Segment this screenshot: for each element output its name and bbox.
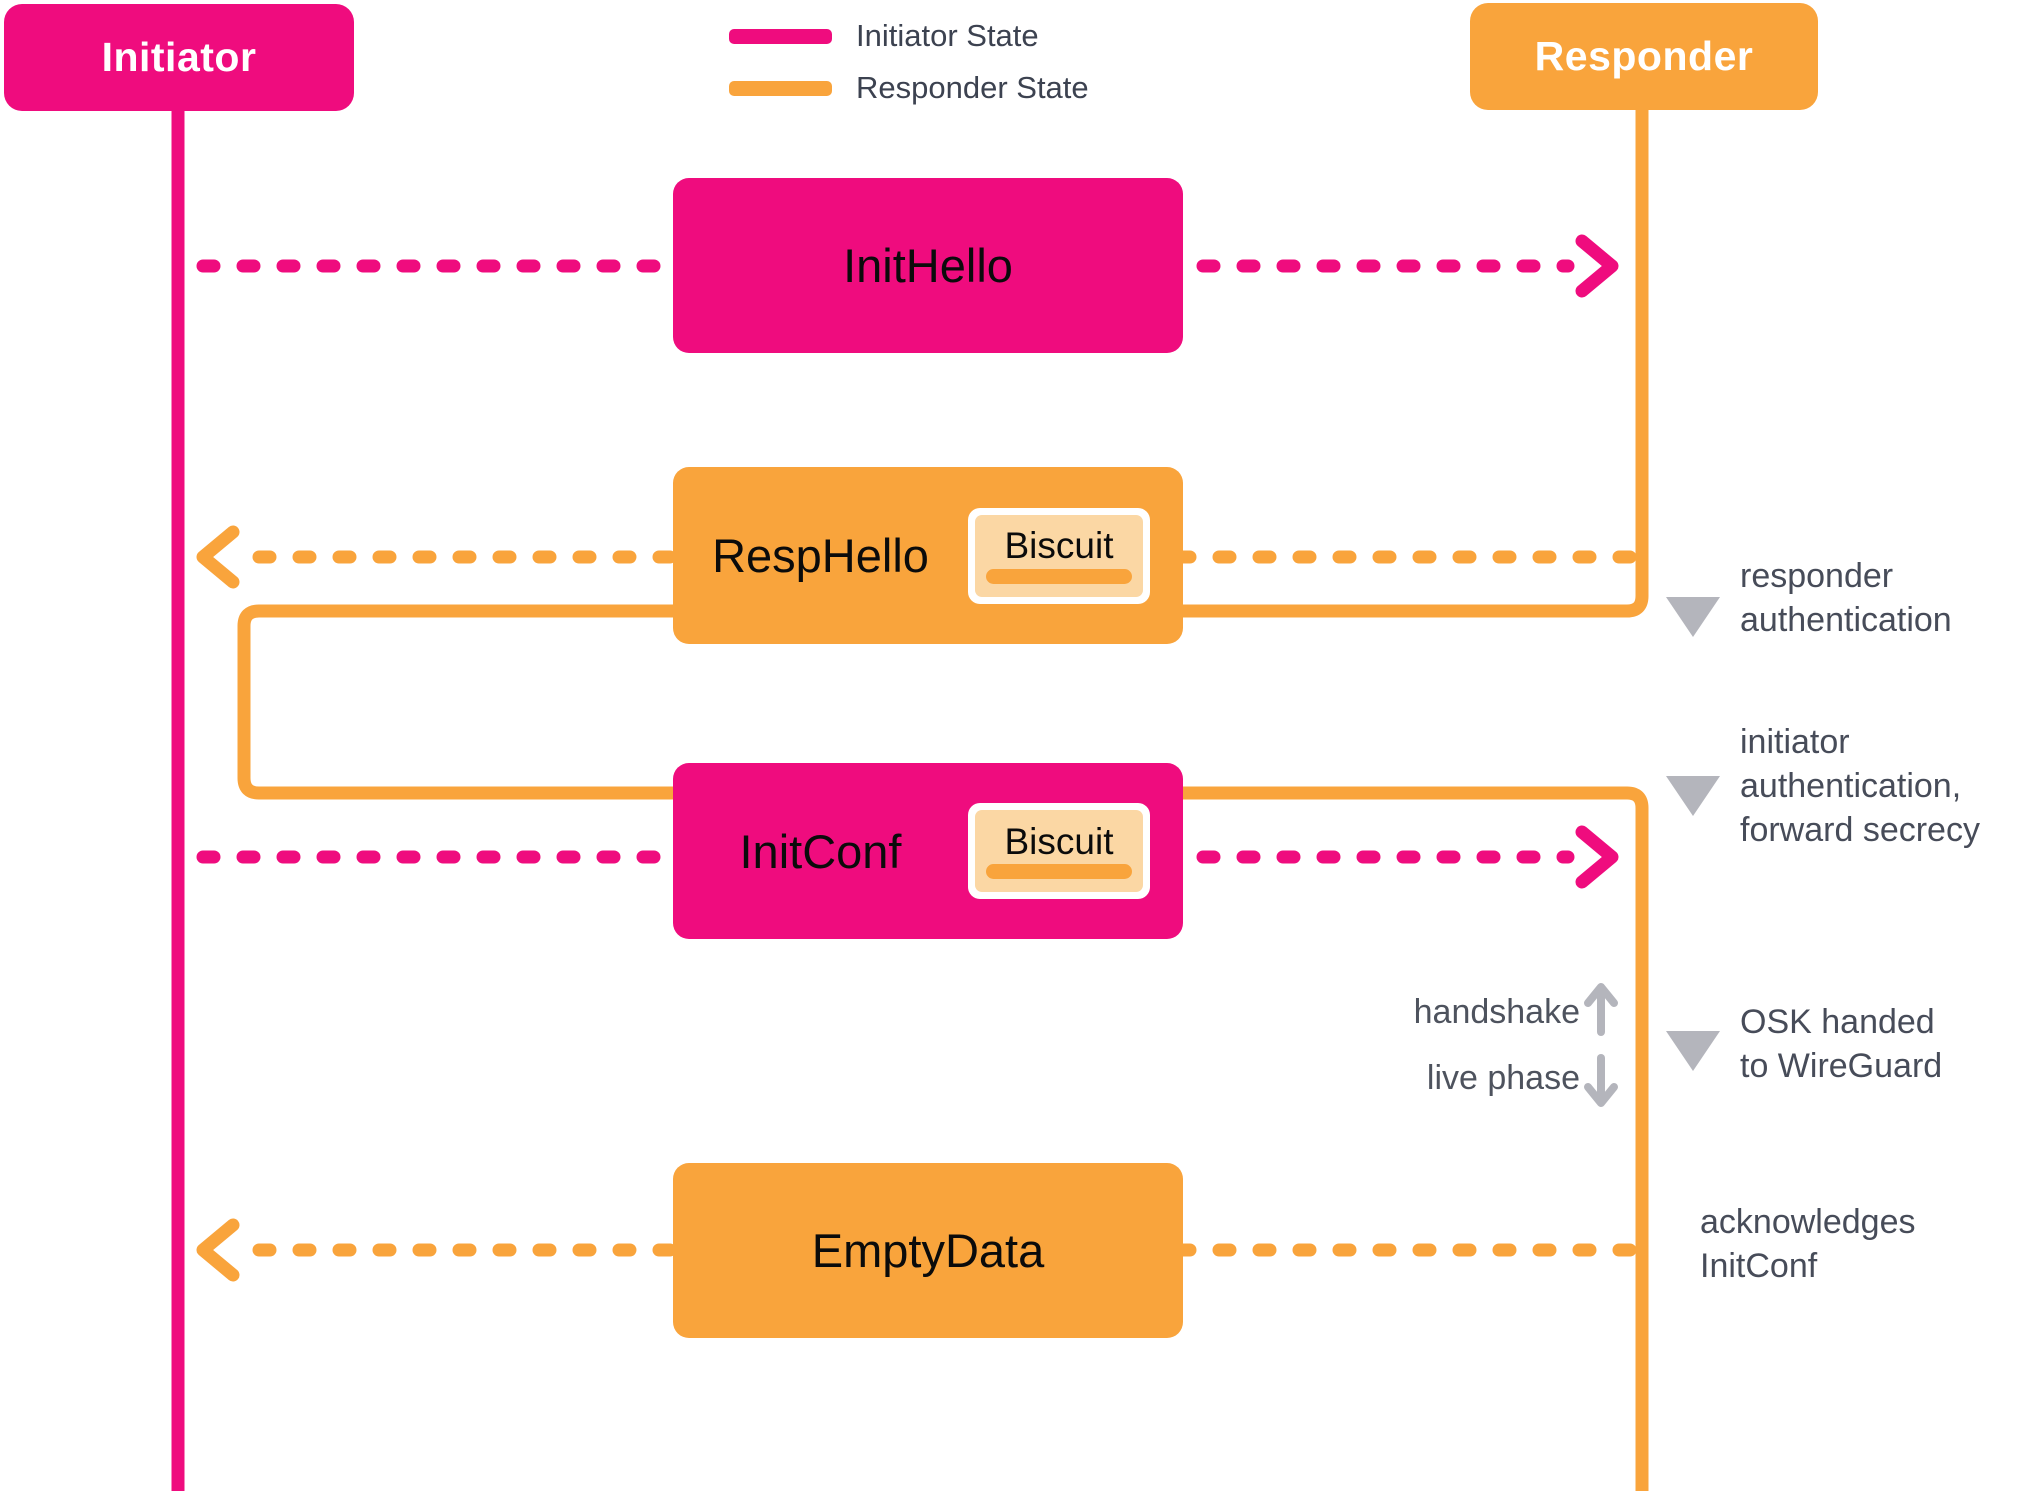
handshake-phase-label: handshake (1413, 993, 1580, 1031)
responder-state-line (237, 60, 1649, 1491)
emptydata-arrowhead-icon (196, 1218, 240, 1282)
initiator-actor-box: Initiator (4, 4, 354, 111)
initconf-biscuit-underline (986, 864, 1132, 880)
annotation-line: authentication (1740, 601, 1952, 639)
triangle-marker-initiator-auth-icon (1666, 776, 1720, 816)
handshake-up-arrowhead-icon (1584, 983, 1618, 1007)
initiator-state-label: Initiator State (856, 18, 1039, 53)
annotation-osk-handed-to-wireguard: OSK handed to WireGuard (1740, 1000, 1942, 1088)
resphello-biscuit-underline (986, 568, 1132, 584)
initconf-label: InitConf (739, 824, 902, 878)
live-phase-down-arrowhead-icon (1584, 1083, 1618, 1107)
initconf-arrowhead-icon (1575, 825, 1619, 889)
resphello-label: RespHello (712, 529, 929, 582)
emptydata-label: EmptyData (811, 1224, 1045, 1277)
initconf-biscuit-label: Biscuit (1004, 820, 1114, 862)
initiator-state-swatch (729, 28, 832, 44)
message-box-resphello: RespHello Biscuit (673, 467, 1183, 644)
message-box-inithello: InitHello (673, 178, 1183, 353)
responder-state-label: Responder State (856, 70, 1089, 105)
initconf-biscuit-inner: Biscuit (975, 810, 1143, 892)
annotation-acknowledges-initconf: acknowledges InitConf (1700, 1200, 1915, 1288)
message-box-initconf: InitConf Biscuit (673, 763, 1183, 939)
responder-actor-label: Responder (1534, 33, 1754, 79)
live-phase-label: live phase (1426, 1059, 1580, 1097)
triangle-marker-responder-auth-icon (1666, 597, 1720, 637)
annotation-line: initiator (1740, 723, 1850, 761)
responder-state-swatch (729, 80, 832, 96)
annotation-responder-authentication: responder authentication (1740, 554, 1952, 642)
annotation-line: responder (1740, 557, 1894, 595)
resphello-arrowhead-icon (196, 525, 240, 589)
annotation-line: authentication, (1740, 767, 1962, 805)
initconf-biscuit-chip: Biscuit (968, 803, 1150, 899)
annotation-line: forward secrecy (1740, 811, 1980, 849)
triangle-marker-osk-icon (1666, 1031, 1720, 1071)
annotation-line: InitConf (1700, 1247, 1818, 1285)
annotation-line: OSK handed (1740, 1003, 1935, 1041)
annotation-line: to WireGuard (1740, 1047, 1943, 1085)
resphello-biscuit-inner: Biscuit (975, 514, 1143, 597)
inithello-arrowhead-icon (1575, 234, 1619, 298)
legend-row-responder-state: Responder State (729, 70, 1089, 105)
resphello-biscuit-label: Biscuit (1004, 525, 1114, 567)
resphello-biscuit-chip: Biscuit (968, 507, 1150, 604)
inithello-label: InitHello (843, 239, 1013, 292)
annotation-initiator-authentication: initiator authentication, forward secrec… (1740, 720, 1980, 852)
message-box-emptydata: EmptyData (673, 1163, 1183, 1338)
legend-row-initiator-state: Initiator State (729, 18, 1039, 53)
annotation-line: acknowledges (1700, 1203, 1916, 1241)
responder-actor-box: Responder (1470, 3, 1818, 110)
initiator-actor-label: Initiator (101, 34, 257, 80)
